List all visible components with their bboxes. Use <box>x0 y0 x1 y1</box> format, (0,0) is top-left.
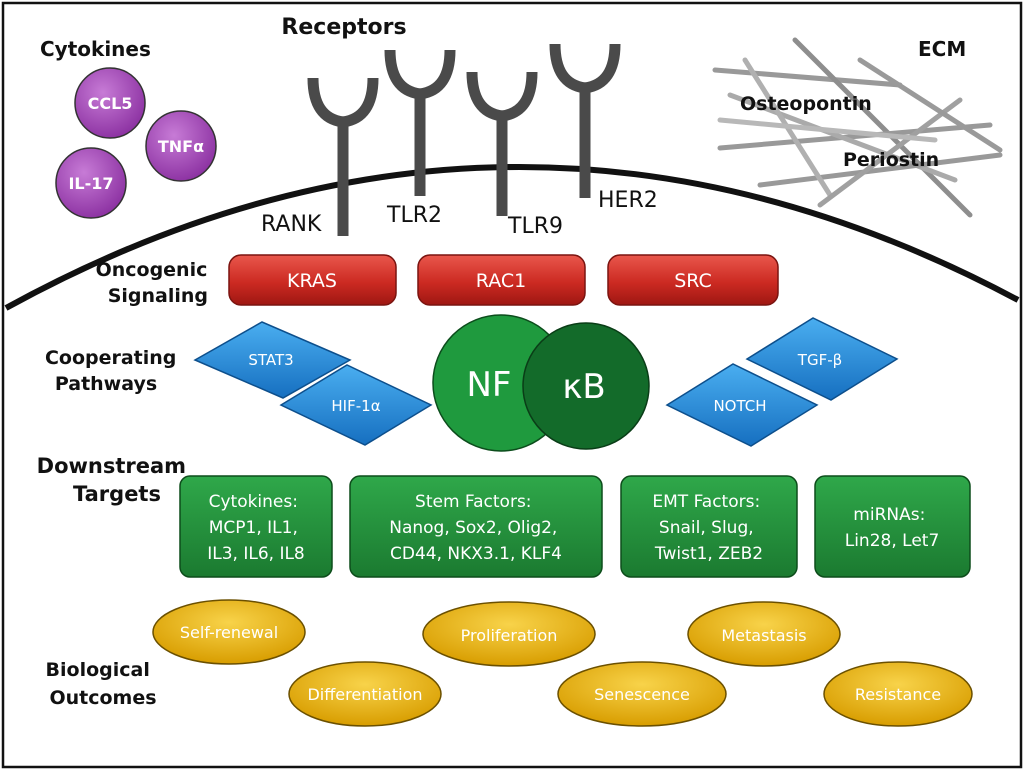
oncogenic-label-src: SRC <box>674 270 712 292</box>
target-line: Twist1, ZEB2 <box>654 544 763 564</box>
outcome-resistance: Resistance <box>823 661 973 727</box>
downstream-label-line2: Targets <box>73 482 161 506</box>
nfkb-nf-label: NF <box>467 365 512 405</box>
cooperating-label: Cooperating Pathways <box>45 347 183 395</box>
cytokine-tnfa: TNFα <box>145 110 217 182</box>
downstream-label-line1: Downstream <box>37 454 186 478</box>
ecm-periostin: Periostin <box>843 149 939 171</box>
nfkb-complex: NF κB <box>432 314 650 452</box>
oncogenic-label-line2: Signaling <box>108 285 208 307</box>
ecm-osteopontin: Osteopontin <box>740 93 872 115</box>
ecm-fibers <box>712 37 1003 218</box>
outcome-label: Metastasis <box>721 626 806 645</box>
receptor-tlr2 <box>384 49 456 196</box>
pathway-stat3: STAT3 <box>193 321 352 399</box>
pathway-hif1a: HIF-1α <box>279 364 433 446</box>
cytokine-ccl5: CCL5 <box>74 67 146 139</box>
pathway-label-notch: NOTCH <box>713 397 766 415</box>
outcomes-label-line2: Outcomes <box>49 687 156 709</box>
cytokine-il17: IL-17 <box>55 147 127 219</box>
cooperating-label-line1: Cooperating <box>45 347 176 369</box>
pathway-tgfb: TGF-β <box>745 317 899 401</box>
receptor-label-tlr9: TLR9 <box>507 214 563 239</box>
target-line: IL3, IL6, IL8 <box>207 544 305 564</box>
target-box-mirnas: miRNAs: Lin28, Let7 <box>814 475 971 578</box>
oncogenic-kras: KRAS <box>228 254 397 306</box>
svg-text:Stem Factors: Nanog, Sox: Stem Factors: Nanog, Sox2, Olig2, CD44, … <box>389 492 563 564</box>
outcome-label: Senescence <box>594 685 690 704</box>
cytokines-title: Cytokines <box>40 37 151 61</box>
receptor-label-tlr2: TLR2 <box>386 203 442 228</box>
nfkb-kb-label: κB <box>562 367 605 407</box>
oncogenic-label: Oncogenic Signaling <box>96 259 214 307</box>
cooperating-label-line2: Pathways <box>55 373 157 395</box>
outcome-label: Self-renewal <box>180 623 278 642</box>
receptor-rank <box>307 77 379 236</box>
svg-text:Cytokines: MCP1, IL1,: Cytokines: MCP1, IL1, IL3, IL6, IL8 <box>207 492 305 564</box>
target-box-cytokines: Cytokines: MCP1, IL1, IL3, IL6, IL8 <box>179 475 333 578</box>
oncogenic-rac1: RAC1 <box>417 254 586 306</box>
nfkb-kb-circle <box>522 322 650 450</box>
pathway-label-tgfb: TGF-β <box>797 351 842 369</box>
cytokine-label: TNFα <box>158 137 204 156</box>
outcome-label: Resistance <box>855 685 941 704</box>
target-line: miRNAs: <box>853 505 925 525</box>
oncogenic-label-line1: Oncogenic <box>96 259 208 281</box>
oncogenic-label-kras: KRAS <box>287 270 337 292</box>
oncogenic-label-rac1: RAC1 <box>476 270 526 292</box>
target-line: Snail, Slug, <box>659 518 754 538</box>
cell-membrane <box>4 164 1020 311</box>
outcome-self-renewal: Self-renewal <box>152 599 306 665</box>
ecm-title: ECM <box>918 37 966 61</box>
target-line: Cytokines: <box>209 492 298 512</box>
pathway-label-stat3: STAT3 <box>248 351 293 369</box>
outcome-label: Differentiation <box>307 685 422 704</box>
target-box-stem-factors: Stem Factors: Nanog, Sox2, Olig2, CD44, … <box>349 475 603 578</box>
outcome-proliferation: Proliferation <box>422 601 596 667</box>
outcome-metastasis: Metastasis <box>687 601 841 667</box>
pathway-label-hif1a: HIF-1α <box>331 397 380 415</box>
target-line: Stem Factors: <box>415 492 532 512</box>
receptors-title: Receptors <box>281 15 406 40</box>
outcome-differentiation: Differentiation <box>288 661 442 727</box>
pathway-notch: NOTCH <box>665 363 819 447</box>
receptor-tlr9 <box>466 71 538 216</box>
target-line: CD44, NKX3.1, KLF4 <box>390 544 562 564</box>
cytokine-label: CCL5 <box>88 94 133 113</box>
target-line: Lin28, Let7 <box>845 531 940 551</box>
receptor-label-rank: RANK <box>261 212 322 237</box>
outcomes-label-line1: Biological <box>46 659 150 681</box>
receptor-her2 <box>549 43 621 198</box>
oncogenic-src: SRC <box>607 254 779 306</box>
outcome-senescence: Senescence <box>557 661 727 727</box>
target-line: Nanog, Sox2, Olig2, <box>389 518 557 538</box>
svg-text:miRNAs: Lin28, Let7: miRNAs: Lin28, Let7 <box>845 505 940 551</box>
receptor-label-her2: HER2 <box>598 188 658 213</box>
cytokine-label: IL-17 <box>68 174 113 193</box>
outcomes-label: Biological Outcomes <box>46 659 157 709</box>
target-line: MCP1, IL1, <box>209 518 298 538</box>
svg-text:EMT Factors: Snail, Slug: EMT Factors: Snail, Slug, Twist1, ZEB2 <box>652 492 765 564</box>
target-line: EMT Factors: <box>652 492 760 512</box>
downstream-label: Downstream Targets <box>37 454 194 506</box>
outcome-label: Proliferation <box>461 626 558 645</box>
target-box-emt-factors: EMT Factors: Snail, Slug, Twist1, ZEB2 <box>620 475 798 578</box>
